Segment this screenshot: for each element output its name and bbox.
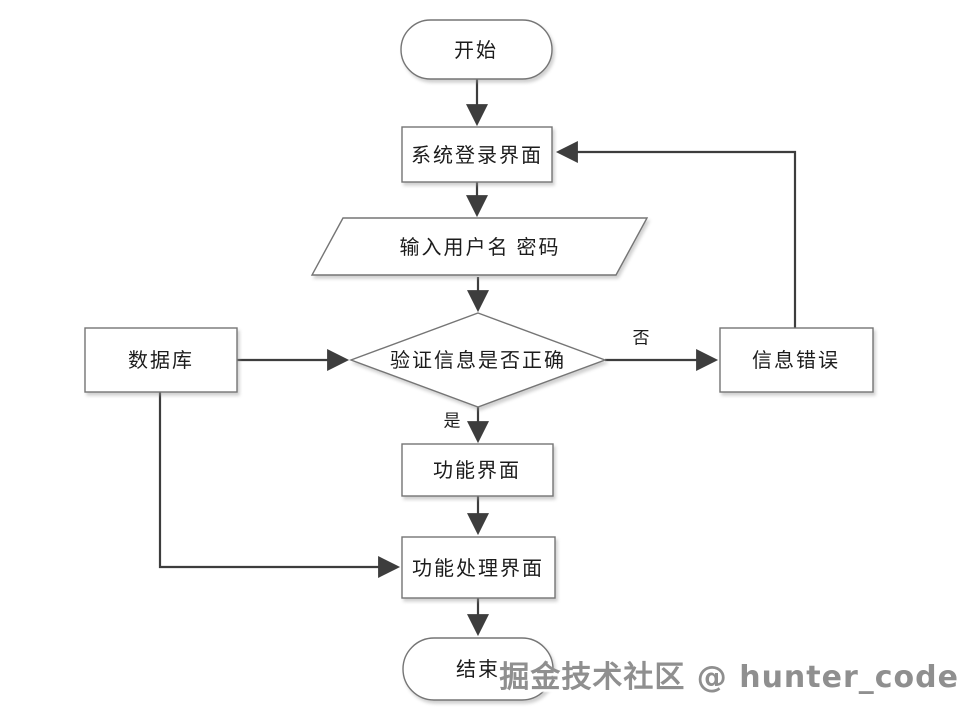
edge-label-no: 否 xyxy=(633,329,650,348)
database-process-shape xyxy=(84,327,238,393)
node-verify: 验证信息是否正确 xyxy=(348,312,608,408)
login-process-shape xyxy=(401,126,553,183)
node-end: 结束 xyxy=(402,637,554,701)
verify-label: 验证信息是否正确 xyxy=(390,349,566,372)
database-label: 数据库 xyxy=(128,349,194,372)
error-process-shape xyxy=(719,327,874,393)
function-process-process-shape xyxy=(401,536,556,599)
start-terminator-shape xyxy=(400,19,553,80)
function-process-shape xyxy=(401,443,554,497)
end-terminator-shape xyxy=(402,637,554,701)
login-label: 系统登录界面 xyxy=(411,144,543,167)
watermark-text: 掘金技术社区 @ hunter_code xyxy=(499,660,959,695)
input-parallelogram-shape xyxy=(310,217,649,276)
node-function: 功能界面 xyxy=(401,443,554,497)
node-input: 输入用户名 密码 xyxy=(310,217,649,276)
node-database: 数据库 xyxy=(84,327,238,393)
end-label: 结束 xyxy=(456,658,500,681)
node-login: 系统登录界面 xyxy=(401,126,553,183)
edge-label-yes: 是 xyxy=(444,412,461,431)
node-start: 开始 xyxy=(400,19,553,80)
error-label: 信息错误 xyxy=(752,349,840,372)
edge-database-to-function-process xyxy=(158,391,401,578)
node-error: 信息错误 xyxy=(719,327,874,393)
function-process-label: 功能处理界面 xyxy=(412,557,544,580)
edge-error-to-login-feedback xyxy=(555,141,797,330)
function-label: 功能界面 xyxy=(433,459,521,482)
verify-decision-shape xyxy=(348,312,608,408)
node-function-process: 功能处理界面 xyxy=(401,536,556,599)
input-label: 输入用户名 密码 xyxy=(400,236,561,259)
start-label: 开始 xyxy=(454,39,498,62)
